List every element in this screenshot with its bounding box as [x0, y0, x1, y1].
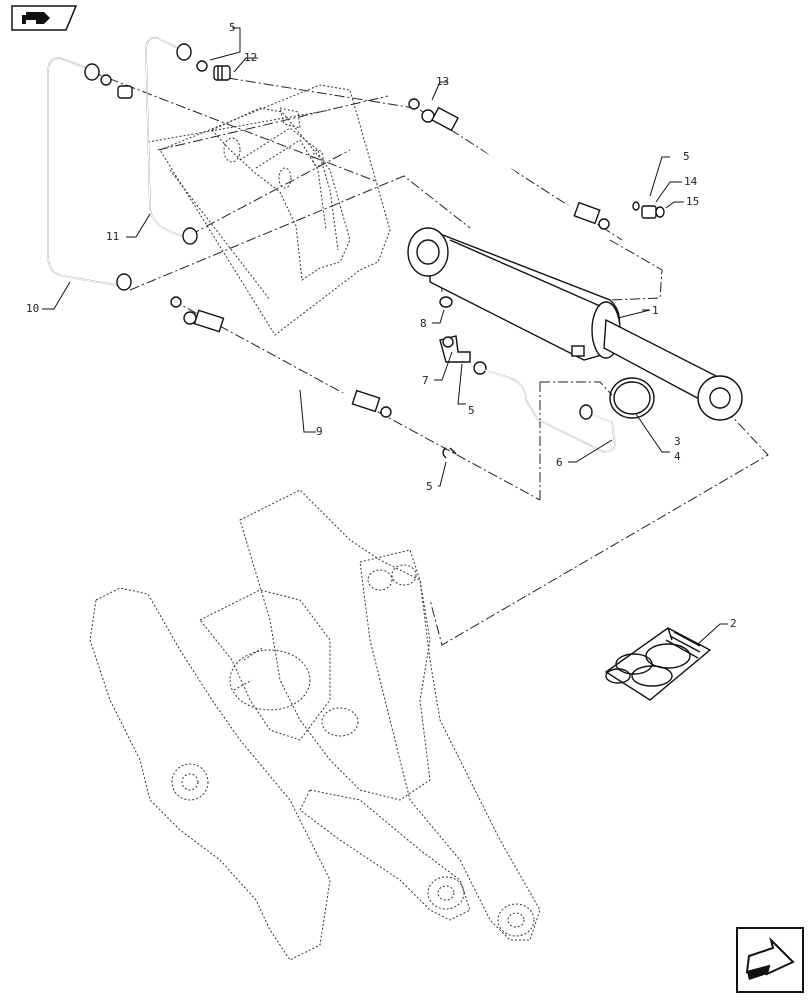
- washer-5-lower: [442, 447, 457, 459]
- callout-3: 3: [674, 435, 681, 448]
- forward-nav-button[interactable]: [10, 4, 78, 32]
- callout-11: 11: [106, 230, 119, 243]
- pipe-11: [145, 37, 198, 245]
- callout-5-mid: 5: [468, 404, 475, 417]
- leader-lines: [42, 27, 728, 645]
- callout-6: 6: [556, 456, 563, 469]
- seal-kit-2: [604, 627, 712, 701]
- center-lines: [91, 71, 769, 646]
- callout-14: 14: [684, 175, 698, 188]
- callout-8: 8: [420, 317, 427, 330]
- ghost-bracket-upper: [159, 84, 391, 336]
- elbow-7: [439, 335, 471, 363]
- snap-ring-3-4: [609, 377, 655, 419]
- next-page-arrow-icon: [736, 927, 804, 993]
- callout-15: 15: [686, 195, 699, 208]
- callout-labels: 5 12 13 5 14 15 1 2 3 4 6 8 7 5 5 9 11 1…: [26, 21, 737, 630]
- next-page-button[interactable]: [735, 926, 805, 994]
- callout-4: 4: [674, 450, 681, 463]
- forward-arrow-icon: [11, 5, 78, 31]
- tube-6: [458, 353, 616, 453]
- callout-1: 1: [652, 304, 659, 317]
- callout-2: 2: [730, 617, 737, 630]
- hose-13: [408, 98, 610, 230]
- fittings-right: [632, 201, 665, 219]
- callout-9: 9: [316, 425, 323, 438]
- ghost-loader-arm: [89, 489, 541, 961]
- hose-9: [170, 296, 392, 418]
- callout-5-bottom: 5: [426, 480, 433, 493]
- callout-13: 13: [436, 75, 449, 88]
- callout-5-top: 5: [229, 21, 236, 34]
- callout-12: 12: [244, 51, 257, 64]
- cylinder-1: [407, 227, 743, 421]
- callout-5-right: 5: [683, 150, 690, 163]
- pipe-10: [47, 57, 132, 291]
- ring-8: [439, 296, 453, 308]
- callout-7: 7: [422, 374, 429, 387]
- fittings-upper-left: [100, 60, 231, 99]
- callout-10: 10: [26, 302, 39, 315]
